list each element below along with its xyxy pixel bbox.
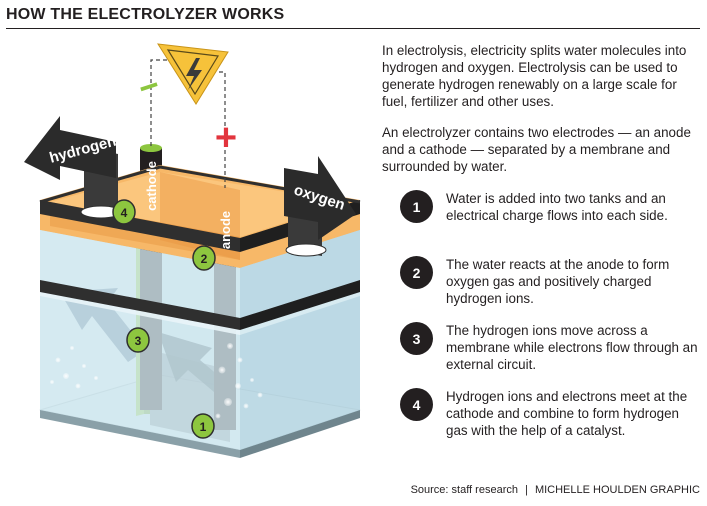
marker-2: 2 (192, 245, 216, 271)
step-number-badge: 1 (400, 190, 433, 223)
tank-top (40, 165, 360, 268)
svg-text:2: 2 (201, 252, 208, 266)
step-text: The water reacts at the anode to form ox… (446, 257, 670, 306)
step-number-badge: 2 (400, 256, 433, 289)
step-number-badge: 3 (400, 322, 433, 355)
source-text: Source: staff research (410, 484, 518, 496)
page-title: HOW THE ELECTROLYZER WORKS (6, 6, 285, 23)
water-front (40, 230, 360, 450)
marker-1: 1 (191, 413, 215, 439)
oxygen-outlet (284, 156, 356, 257)
step-number-badge: 4 (400, 388, 433, 421)
warning-sign (157, 43, 229, 105)
marker-4: 4 (112, 199, 136, 225)
step-text: The hydrogen ions move across a membrane… (446, 323, 698, 372)
cathode-label: cathode (144, 161, 159, 211)
electrolyzer-diagram: hydrogen oxygen cathode anode − + 4 2 3 … (24, 43, 361, 458)
step-text: Hydrogen ions and electrons meet at the … (446, 389, 688, 438)
hydrogen-outlet (24, 116, 122, 219)
gas-bubbles (50, 343, 263, 419)
intro-paragraph-1: In electrolysis, electricity splits wate… (382, 43, 687, 109)
graphic-credit: MICHELLE HOULDEN GRAPHIC (534, 484, 700, 496)
svg-text:1: 1 (200, 420, 207, 434)
step-text: Water is added into two tanks and an ele… (446, 191, 668, 223)
minus-sign-icon: − (134, 66, 165, 108)
anode-label: anode (218, 211, 233, 249)
plus-sign-icon: + (215, 117, 237, 159)
intro-paragraph-2: An electrolyzer contains two electrodes … (382, 125, 691, 174)
title-rule (6, 28, 700, 29)
marker-3: 3 (126, 327, 150, 353)
source-separator: | (525, 484, 528, 496)
source-credit: Source: staff research | MICHELLE HOULDE… (411, 484, 700, 496)
lightning-icon (186, 58, 202, 90)
svg-text:3: 3 (135, 334, 142, 348)
svg-text:4: 4 (121, 206, 128, 220)
